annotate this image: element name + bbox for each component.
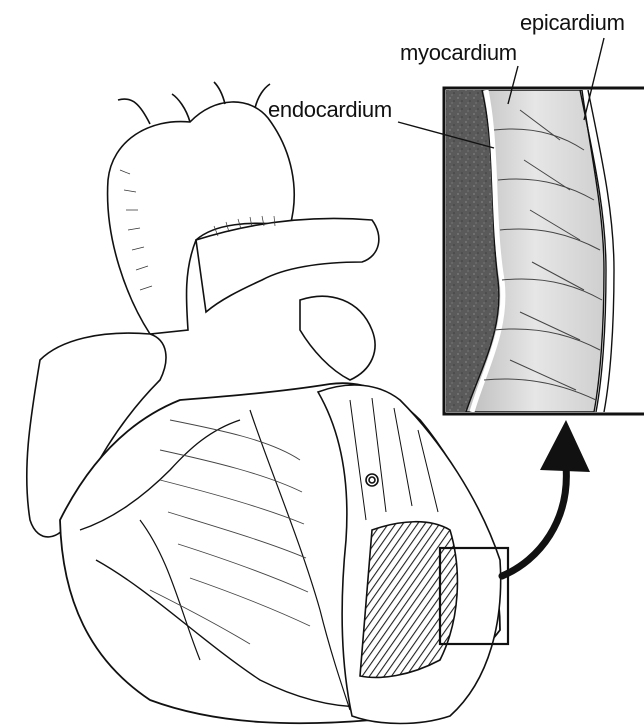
cutaway-wall [318,385,501,723]
magnify-arrow [502,420,590,576]
label-epicardium: epicardium [520,12,625,34]
label-endocardium: endocardium [268,99,392,121]
inset-panel [444,88,644,414]
label-myocardium: myocardium [400,42,517,64]
